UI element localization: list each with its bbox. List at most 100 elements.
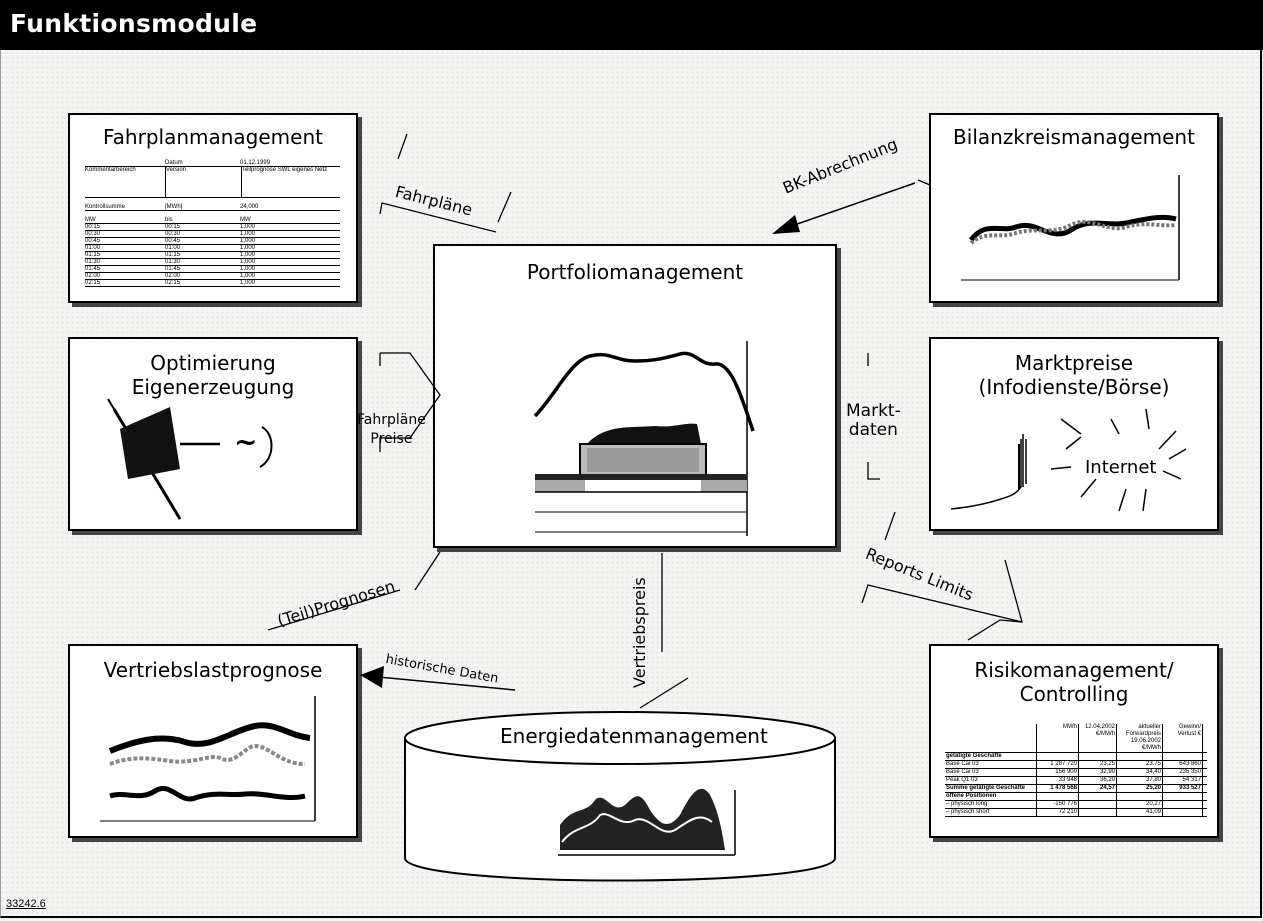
- schedule-row: 00:15 00:15 1,000: [85, 224, 340, 231]
- tilde-symbol: ~: [234, 425, 258, 458]
- risk-table-cell: 34,40: [1117, 769, 1163, 776]
- risk-table-cell: 12.04.2002 €/MWh: [1079, 724, 1117, 752]
- flow-label-marktdaten: Markt- daten: [846, 402, 901, 440]
- schedule-head-value: 01.12.1999: [240, 160, 271, 166]
- portfolio-chart: [533, 341, 755, 536]
- schedule-cell: 1,000: [240, 231, 256, 237]
- risk-table-row: getätigte Geschäfte: [945, 753, 1207, 761]
- module-title: Fahrplanmanagement: [103, 125, 323, 149]
- schedule-row: 02:15 02:15 1,000: [85, 280, 340, 287]
- module-title-line2: Controlling: [1019, 682, 1129, 706]
- schedule-cell: 00:30: [165, 231, 181, 237]
- schedule-cell: 1,000: [240, 266, 256, 272]
- schedule-cell: 01:30: [85, 259, 101, 265]
- schedule-cell: 01:15: [165, 252, 181, 258]
- schedule-cell: 1,000: [240, 252, 256, 258]
- module-title-line2: Eigenerzeugung: [131, 375, 295, 399]
- module-marktpreise: Marktpreise (Infodienste/Börse) Internet: [929, 337, 1219, 531]
- schedule-cell: 01:00: [85, 245, 101, 251]
- risk-table-cell: 23,75: [1117, 761, 1163, 768]
- schedule-cell: 02:15: [85, 280, 101, 286]
- schedule-unit: MW: [240, 217, 251, 223]
- risk-table-cell: 1 287 720: [1037, 761, 1079, 768]
- schedule-cell: 1,000: [240, 280, 256, 286]
- schedule-cell: 02:00: [165, 273, 181, 279]
- risk-table-cell: [1037, 793, 1079, 800]
- risk-table-cell: [1117, 793, 1163, 800]
- schedule-sum-unit: [MWh]: [165, 204, 183, 210]
- module-portfoliomanagement: Portfoliomanagement: [433, 244, 837, 548]
- module-title-line2: (Infodienste/Börse): [978, 375, 1170, 399]
- schedule-comment: Kommentarbereich: [85, 167, 166, 197]
- schedule-cell: 00:45: [165, 238, 181, 244]
- module-title-line1: Marktpreise: [1014, 351, 1134, 375]
- risk-table-cell: -150 776: [1037, 801, 1079, 808]
- figure-frame: [0, 50, 1262, 918]
- flow-label-daten-line: daten: [848, 420, 898, 440]
- flow-label-fahrplaene-line: Fahrpläne: [357, 412, 426, 428]
- schedule-cell: 01:45: [165, 266, 181, 272]
- module-title-line1: Risikomanagement/: [974, 658, 1174, 682]
- schedule-cell: 00:30: [85, 231, 101, 237]
- risk-table-cell: Base Cal 03: [945, 769, 1037, 776]
- risk-table-cell: [1117, 753, 1163, 760]
- schedule-cell: 00:15: [85, 224, 101, 230]
- header-bar: Funktionsmodule: [0, 0, 1263, 50]
- schedule-cell: 02:00: [85, 273, 101, 279]
- risk-table-cell: MWh: [1037, 724, 1079, 752]
- schedule-cell: 1,000: [240, 259, 256, 265]
- risk-table-cell: 24,57: [1079, 785, 1117, 792]
- schedule-row: 00:30 00:30 1,000: [85, 231, 340, 238]
- risk-table-cell: 933 527: [1163, 785, 1203, 792]
- flow-label-vertriebspreis: Vertriebspreis: [630, 577, 649, 688]
- risk-table-cell: [1163, 753, 1203, 760]
- balance-chart: [961, 175, 1180, 281]
- risk-table-cell: aktueller Forwardpreis 19.06.2002 €/MWh: [1117, 724, 1163, 752]
- module-title: Bilanzkreismanagement: [953, 125, 1195, 149]
- risk-table-cell: [945, 724, 1037, 752]
- risk-table-cell: 33 948: [1037, 777, 1079, 784]
- risk-table-cell: offene Positionen: [945, 793, 1037, 800]
- page-title: Funktionsmodule: [10, 9, 258, 38]
- risk-table-cell: Peak Q1 03: [945, 777, 1037, 784]
- schedule-cell: 02:15: [165, 280, 181, 286]
- risk-table-cell: – physisch short: [945, 809, 1037, 816]
- risk-table-cell: 23,25: [1079, 761, 1117, 768]
- module-energiedatenmanagement-title: Energiedatenmanagement: [500, 724, 768, 748]
- schedule-cell: 01:45: [85, 266, 101, 272]
- risk-table-cell: [1163, 801, 1203, 808]
- market-price-chart: [950, 408, 1187, 512]
- schedule-table: Datum 01.12.1999 Kommentarbereich Versio…: [85, 160, 340, 287]
- risk-table-cell: [1079, 753, 1117, 760]
- risk-table-cell: [1037, 753, 1079, 760]
- risk-table-cell: Gewinn/ Verlust €: [1163, 724, 1203, 752]
- risk-table-cell: Base Cal 03: [945, 761, 1037, 768]
- flow-label-markt-line: Markt-: [846, 401, 901, 421]
- schedule-sum-label: Kontrollsumme: [85, 204, 126, 210]
- risk-table-cell: – physisch long: [945, 801, 1037, 808]
- schedule-unit: bis: [165, 217, 173, 223]
- schedule-cell: 1,000: [240, 224, 256, 230]
- schedule-version: Version: [166, 167, 242, 197]
- schedule-cell: 00:15: [165, 224, 181, 230]
- module-fahrplanmanagement: Fahrplanmanagement Datum 01.12.1999 Komm…: [68, 113, 358, 303]
- risk-table-cell: [1163, 809, 1203, 816]
- module-title: Vertriebslastprognose: [103, 658, 323, 682]
- risk-table-cell: Summe getätigte Geschäfte: [945, 785, 1037, 792]
- schedule-cell: 1,000: [240, 245, 256, 251]
- risk-table-cell: [1079, 793, 1117, 800]
- risk-table-cell: [1079, 809, 1117, 816]
